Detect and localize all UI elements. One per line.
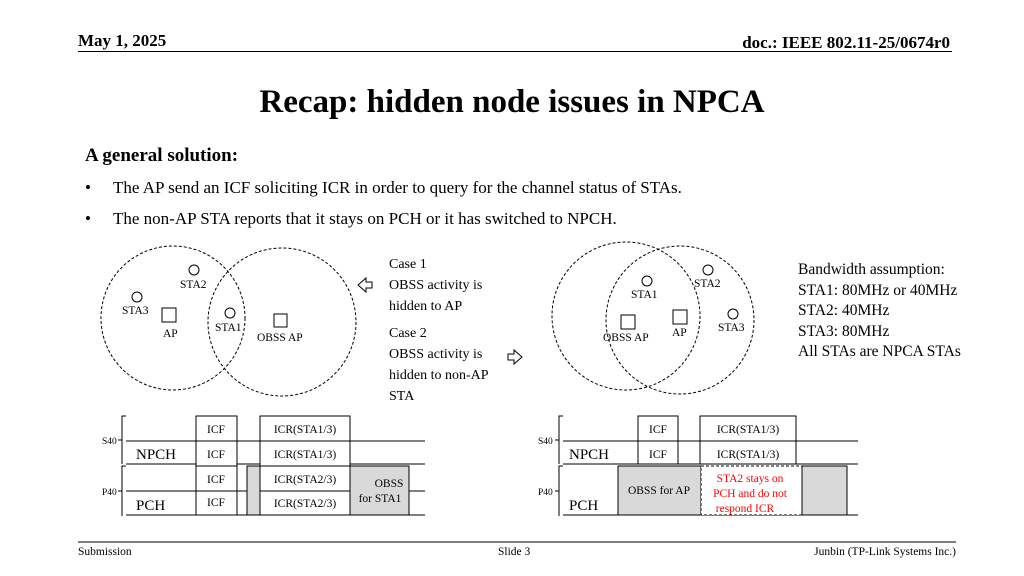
p40-brace: [118, 465, 126, 516]
case1-note: Case 1 OBSS activity is hidden to AP: [389, 254, 482, 317]
icf-label: ICF: [207, 424, 225, 436]
p40-label: P40: [538, 488, 553, 498]
pch-label: PCH: [136, 498, 165, 514]
bullet-item: •The AP send an ICF soliciting ICR in or…: [85, 178, 682, 197]
sta2-station-icon: [188, 264, 200, 276]
obss-for-ap-block: [617, 465, 702, 516]
footer-submission: Submission: [78, 546, 132, 558]
bandwidth-line: All STAs are NPCA STAs: [798, 343, 961, 361]
sta1-station-icon: [641, 275, 653, 287]
icr-sta13-label: ICR(STA1/3): [717, 424, 779, 436]
bullet-text: The non-AP STA reports that it stays on …: [113, 209, 617, 228]
ap-coverage-circle: [100, 245, 246, 391]
icf-label: ICF: [207, 449, 225, 461]
pch-label: PCH: [569, 498, 598, 514]
sta1-label: STA1: [631, 289, 658, 301]
case2-line: OBSS activity is: [389, 347, 483, 362]
npch-label: NPCH: [136, 447, 176, 463]
icr-frame-block: [699, 415, 797, 465]
icf-label: ICF: [649, 449, 667, 461]
sta2-no-response-box: [700, 465, 803, 516]
sta1-station-icon: [224, 307, 236, 319]
s40-label: S40: [538, 437, 553, 447]
obss-ap-label: OBSS AP: [257, 332, 303, 344]
bullet-item: •The non-AP STA reports that it stays on…: [85, 209, 617, 228]
icr-sta13-label: ICR(STA1/3): [717, 449, 779, 461]
case1-line: Case 1: [389, 257, 427, 272]
s40-brace: [555, 415, 563, 464]
obss-label: for STA1: [359, 493, 402, 505]
header-doc-id: doc.: IEEE 802.11-25/0674r0: [742, 33, 950, 52]
right-timeline: S40 P40 NPCH PCH ICF ICF ICR(STA1/3) ICR…: [538, 415, 858, 516]
sta3-station-icon: [131, 291, 143, 303]
header-date: May 1, 2025: [78, 31, 167, 50]
bullet-text: The AP send an ICF soliciting ICR in ord…: [113, 178, 682, 197]
slide-title: Recap: hidden node issues in NPCA: [259, 84, 765, 120]
obss-ap-icon: [620, 314, 636, 330]
left-timeline: S40 P40 NPCH PCH ICF ICF ICF ICF ICR(STA…: [102, 415, 425, 516]
ap-coverage-circle: [605, 245, 755, 395]
footer-author: Junbin (TP-Link Systems Inc.): [814, 546, 956, 558]
case1-arrow-icon: [357, 276, 373, 294]
bandwidth-line: Bandwidth assumption:: [798, 261, 945, 278]
sta2-note-line: STA2 stays on: [717, 473, 784, 485]
icf-label: ICF: [207, 474, 225, 486]
footer-slide-number: Slide 3: [498, 546, 531, 558]
obss-for-ap-label: OBSS for AP: [628, 485, 690, 497]
icr-sta13-label: ICR(STA1/3): [274, 449, 336, 461]
case2-line: hidden to non-AP: [389, 368, 489, 383]
left-topology: STA2 STA3 AP STA1 OBSS AP: [100, 245, 357, 397]
case2-note: Case 2 OBSS activity is hidden to non-AP…: [389, 323, 489, 407]
bandwidth-line: STA1: 80MHz or 40MHz: [798, 281, 958, 299]
s40-brace: [118, 415, 126, 464]
obss-shaded-strip: [246, 465, 261, 516]
ap-label: AP: [163, 328, 178, 340]
ap-label: AP: [672, 327, 687, 339]
sta3-label: STA3: [122, 305, 149, 317]
npch-label: NPCH: [569, 447, 609, 463]
bandwidth-line: STA2: 40MHz: [798, 302, 890, 320]
icf-frame-block: [637, 415, 679, 465]
case2-arrow-icon: [507, 348, 523, 366]
p40-brace: [555, 465, 563, 516]
sta2-note-line: PCH and do not: [713, 488, 788, 500]
ap-icon: [672, 309, 688, 325]
icr-sta23-label: ICR(STA2/3): [274, 474, 336, 486]
section-heading: A general solution:: [85, 145, 239, 166]
header-rule: [78, 51, 952, 52]
icf-label: ICF: [649, 424, 667, 436]
obss-for-sta1-block: [349, 465, 410, 516]
obss-ap-label: OBSS AP: [603, 332, 649, 344]
sta1-label: STA1: [215, 322, 242, 334]
ap-icon: [161, 307, 177, 323]
sta2-label: STA2: [694, 278, 721, 290]
p40-label: P40: [102, 488, 117, 498]
case2-line: STA: [389, 389, 415, 404]
obss-label: OBSS: [375, 478, 404, 490]
obss-shaded-tail: [801, 465, 848, 516]
sta3-station-icon: [727, 308, 739, 320]
case1-line: hidden to AP: [389, 299, 463, 314]
icf-label: ICF: [207, 497, 225, 509]
icr-sta23-label: ICR(STA2/3): [274, 498, 336, 510]
bandwidth-assumption: Bandwidth assumption: STA1: 80MHz or 40M…: [798, 260, 961, 363]
sta2-note-line: respond ICR: [716, 503, 775, 515]
case1-line: OBSS activity is: [389, 278, 483, 293]
sta2-station-icon: [702, 264, 714, 276]
bandwidth-line: STA3: 80MHz: [798, 322, 890, 340]
s40-label: S40: [102, 437, 117, 447]
sta2-label: STA2: [180, 279, 207, 291]
obss-ap-coverage-circle: [207, 247, 357, 397]
icr-sta13-label: ICR(STA1/3): [274, 424, 336, 436]
sta3-label: STA3: [718, 322, 745, 334]
obss-ap-coverage-circle: [551, 241, 701, 391]
right-topology: STA1 STA2 STA3 OBSS AP AP: [551, 241, 755, 395]
case2-line: Case 2: [389, 326, 427, 341]
obss-ap-icon: [273, 313, 288, 328]
